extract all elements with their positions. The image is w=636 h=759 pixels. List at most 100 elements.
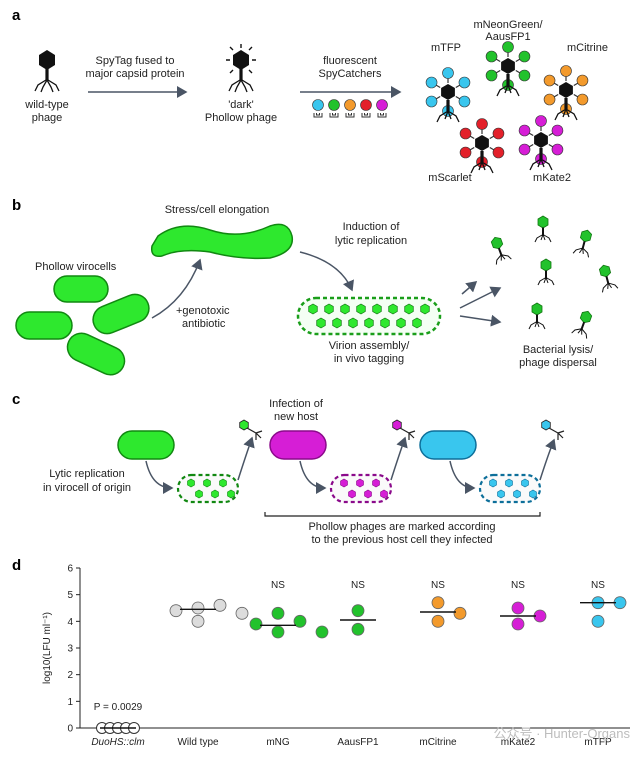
assembly-cell (176, 473, 240, 504)
dispersed-phages (486, 215, 619, 340)
capsid-hexagon (364, 489, 372, 499)
capsid-hexagon (521, 478, 529, 488)
y-tick-label: 3 (67, 644, 73, 655)
variant-label-mScarlet: mScarlet (428, 172, 471, 184)
spycatcher-dot (328, 99, 340, 111)
capsid-hexagon (404, 303, 414, 315)
new-host-cell (419, 430, 477, 460)
fluorescent-protein-dot (551, 143, 564, 156)
lysis-label-1: Bacterial lysis/ (523, 344, 594, 356)
y-tick-label: 1 (67, 697, 73, 708)
significance-label: NS (431, 580, 445, 591)
capsid-hexagon (380, 489, 388, 499)
tagged-phage-icon (541, 419, 565, 440)
data-point (293, 614, 307, 628)
capsid-hexagon (420, 303, 430, 315)
x-tick-label: AausFP1 (337, 737, 379, 748)
step2-label-1: fluorescent (323, 55, 377, 67)
spycatcher-linker (329, 113, 339, 118)
induction-label-2: lytic replication (335, 235, 407, 247)
elongated-cell (150, 223, 294, 260)
capsid-hexagon (513, 489, 521, 499)
data-point (271, 606, 285, 620)
spycatcher-dot (312, 99, 324, 111)
fluorescent-protein-dot (518, 124, 531, 137)
capsid-hexagon (497, 489, 505, 499)
antibiotic-label-1: +genotoxic (176, 305, 230, 317)
replication-arrow (145, 460, 174, 494)
spycatcher-dot (360, 99, 372, 111)
y-tick-label: 0 (67, 724, 73, 735)
capsid-hexagon (505, 478, 513, 488)
capsid-hexagon (396, 317, 406, 329)
data-point (191, 614, 205, 628)
fluorescent-protein-dot (442, 67, 454, 79)
y-tick-label: 2 (67, 670, 73, 681)
induction-label-1: Induction of (343, 221, 401, 233)
capsid-hexagon (332, 317, 342, 329)
dispersal-arrow-2 (459, 314, 502, 327)
lytic-label-1: Lytic replication (49, 468, 124, 480)
virocell-rod (66, 332, 126, 376)
x-tick-label: mTFP (584, 737, 612, 748)
data-point (511, 601, 525, 615)
significance-label: NS (351, 580, 365, 591)
step1-label-1: SpyTag fused to (96, 55, 175, 67)
capsid-hexagon (489, 478, 497, 488)
wild-type-label-1: wild-type (24, 99, 68, 111)
panel-b: b Phollow virocells +genotoxic antibioti… (12, 197, 619, 376)
fluorescent-protein-dot (458, 76, 471, 89)
antibiotic-arrow (151, 258, 203, 319)
capsid-hexagon (187, 478, 195, 488)
tagged-phage-icon (392, 419, 416, 440)
virocells-label: Phollow virocells (35, 261, 117, 273)
capsid-hexagon (364, 317, 374, 329)
decorated-phage (543, 65, 589, 121)
panel-c: c Infection of new host Lytic replicatio… (12, 391, 565, 546)
capsid-hexagon (195, 489, 203, 499)
variant-label-mKate2: mKate2 (533, 172, 571, 184)
step2-label-2: SpyCatchers (319, 68, 382, 80)
y-tick-label: 5 (67, 590, 73, 601)
fluorescent-protein-dot (485, 50, 498, 63)
capsid-hexagon (203, 478, 211, 488)
capsid-hexagon (227, 489, 235, 499)
dispersal-arrow-3 (461, 281, 478, 295)
data-point (453, 606, 467, 620)
data-point (591, 614, 605, 628)
fluorescent-protein-dot (518, 50, 531, 63)
variant-label-mNeonGreen-2: AausFP1 (485, 31, 530, 43)
x-tick-label: Wild type (177, 737, 219, 748)
induction-arrow (299, 251, 354, 292)
data-point (249, 617, 263, 631)
capsid-hexagon (529, 489, 537, 499)
release-arrow (237, 436, 255, 481)
x-tick-label: mCitrine (419, 737, 457, 748)
fluorescent-protein-dot (551, 124, 564, 137)
antibiotic-label-2: antibiotic (182, 318, 226, 330)
virocell-rods (15, 275, 150, 376)
capsid-hexagons (308, 303, 430, 329)
wild-type-label-2: phage (32, 112, 63, 124)
y-tick-label: 4 (67, 617, 73, 628)
release-arrow (539, 438, 557, 481)
variant-label-mTFP: mTFP (431, 42, 461, 54)
wild-type-phage-icon (34, 49, 60, 93)
virion-assembly-cell (296, 296, 442, 336)
assembly-label-1: Virion assembly/ (329, 340, 410, 352)
panel-d-letter: d (12, 557, 21, 574)
fluorescent-protein-dot (518, 69, 531, 82)
capsid-hexagon (372, 478, 380, 488)
significance-label: NS (271, 580, 285, 591)
data-point (213, 598, 227, 612)
data-point (169, 604, 183, 618)
capsid-hexagon (340, 478, 348, 488)
data-point (431, 614, 445, 628)
fluorescent-protein-dot (543, 74, 556, 87)
fluorescent-protein-dot (425, 76, 438, 89)
release-arrow (390, 436, 408, 481)
data-point (351, 622, 365, 636)
marked-label-1: Phollow phages are marked according (308, 521, 495, 533)
significance-label: NS (591, 580, 605, 591)
